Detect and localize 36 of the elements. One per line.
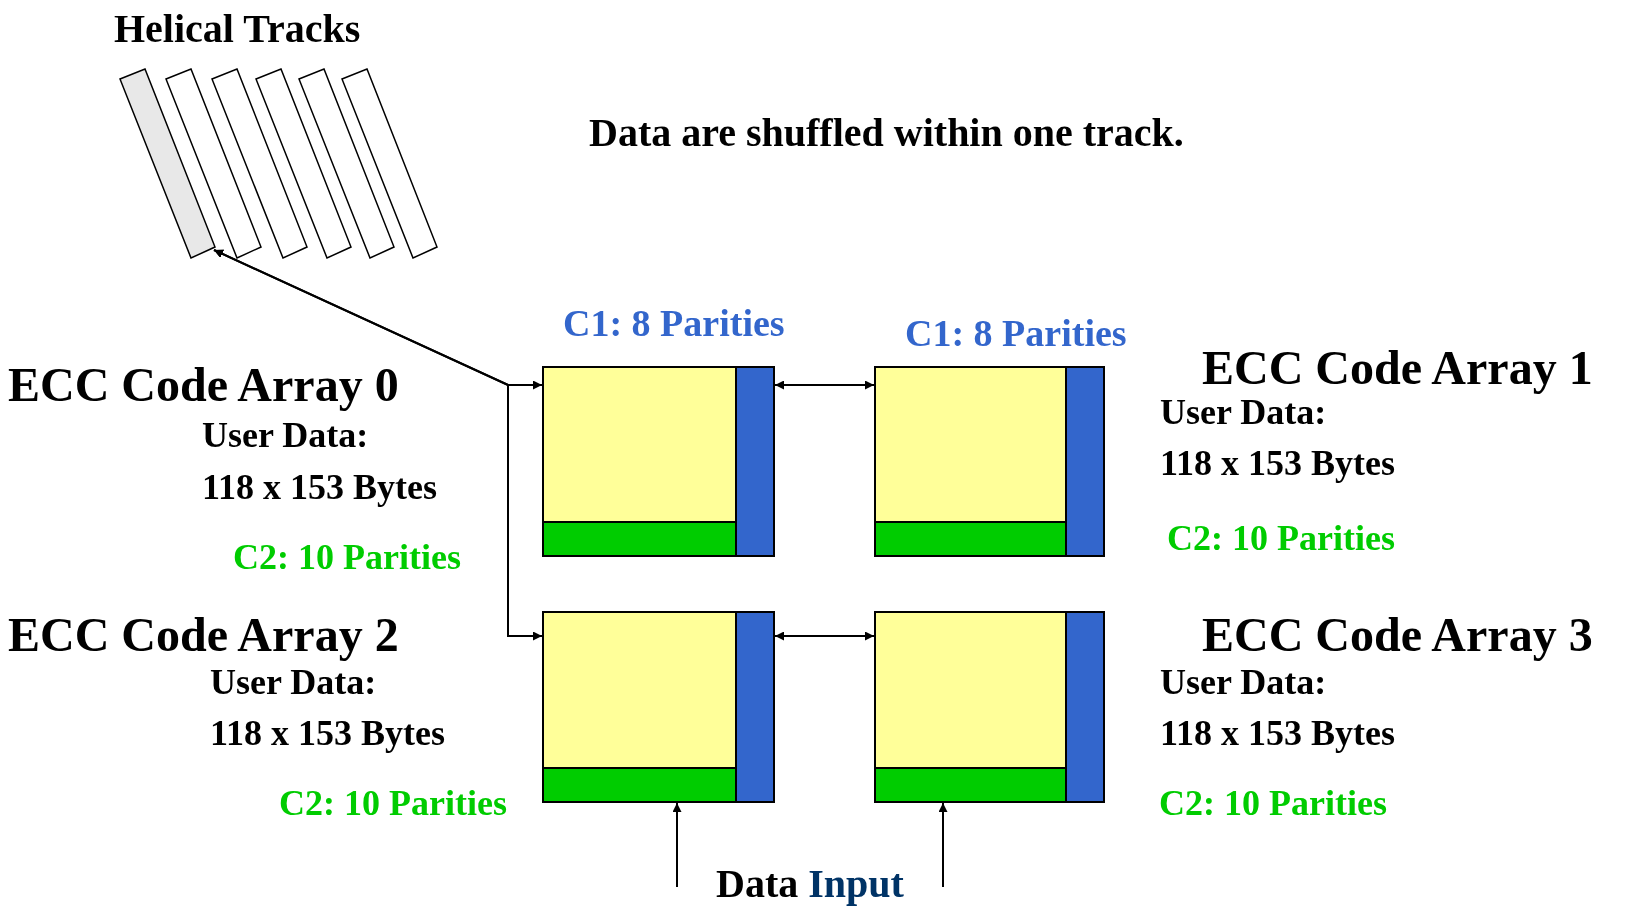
- user-data-label: User Data:: [1160, 664, 1327, 700]
- user-data-size: 118 x 153 Bytes: [1160, 445, 1395, 481]
- c1-parity-label: C1: 8 Parities: [563, 304, 785, 342]
- user-data-label: User Data:: [210, 664, 377, 700]
- helical-track: [255, 68, 352, 259]
- ecc-array-block: [874, 611, 1105, 803]
- c2-parity-label: C2: 10 Parities: [279, 785, 507, 821]
- array-title: ECC Code Array 3: [1202, 611, 1593, 659]
- arrow: [213, 249, 543, 641]
- ecc-array-block: [542, 366, 775, 557]
- arrow: [774, 631, 875, 641]
- user-data-size: 118 x 153 Bytes: [202, 469, 437, 505]
- c2-parity-label: C2: 10 Parities: [233, 539, 461, 575]
- user-data-size: 118 x 153 Bytes: [210, 715, 445, 751]
- ecc-array-block: [874, 366, 1105, 557]
- heading: Data are shuffled within one track.: [589, 113, 1184, 153]
- arrow: [672, 802, 682, 888]
- arrow: [774, 380, 875, 390]
- user-data-label: User Data:: [1160, 394, 1327, 430]
- user-data-label: User Data:: [202, 417, 369, 453]
- track-label: Helical Tracks: [114, 9, 361, 49]
- c2-parity-label: C2: 10 Parities: [1159, 785, 1387, 821]
- helical-track: [211, 68, 308, 259]
- helical-track: [165, 68, 262, 259]
- c2-parity-label: C2: 10 Parities: [1167, 520, 1395, 556]
- array-title: ECC Code Array 1: [1202, 344, 1593, 392]
- array-title: ECC Code Array 0: [8, 361, 399, 409]
- helical-track: [298, 68, 395, 259]
- array-title: ECC Code Array 2: [8, 611, 399, 659]
- arrow: [938, 802, 948, 888]
- c1-parity-label: C1: 8 Parities: [905, 314, 1127, 352]
- input-label: Data Input: [715, 864, 905, 904]
- ecc-array-block: [542, 611, 775, 803]
- user-data-size: 118 x 153 Bytes: [1160, 715, 1395, 751]
- helical-track: [341, 68, 438, 259]
- helical-track: [119, 68, 216, 259]
